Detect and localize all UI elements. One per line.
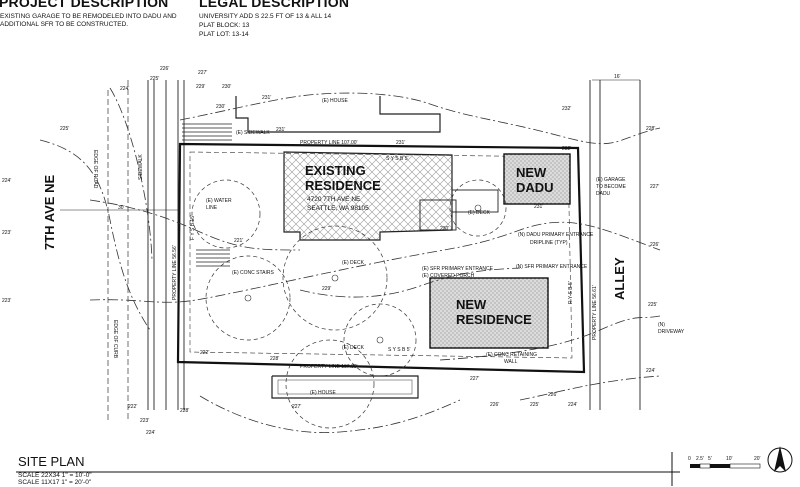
elev-right-7: 224': [646, 368, 656, 374]
setback-bottom: S Y S B 5': [388, 347, 411, 353]
elev-top-0: 226': [160, 66, 170, 72]
property-line-right: PROPERTY LINE 56.61': [592, 285, 598, 340]
elev-misc-3: 228': [270, 356, 280, 362]
elev-misc-2: 229': [322, 286, 332, 292]
project-description-line1: EXISTING GARAGE TO BE REMODELED INTO DAD…: [0, 13, 177, 20]
driveway-line1: (N): [658, 322, 665, 328]
e-water: (E) WATER: [206, 198, 232, 204]
new-residence-line2: RESIDENCE: [456, 312, 532, 327]
elev-left-5: 224': [146, 430, 156, 436]
project-description-line2: ADDITIONAL SFR TO BE CONSTRUCTED.: [0, 21, 129, 28]
elev-misc-9: 222': [200, 350, 210, 356]
new-dadu-line1: NEW: [516, 165, 547, 180]
sfr-entrance-new: (N) SFR PRIMARY ENTRANCE: [516, 264, 588, 270]
elev-left-1: 224': [120, 86, 130, 92]
e-house-bottom: (E) HOUSE: [310, 390, 336, 396]
elev-top-6: 231': [276, 127, 286, 133]
elev-right-4: 227': [650, 184, 660, 190]
site-plan-title: SITE PLAN: [18, 454, 85, 469]
driveway-line2: DRIVEWAY: [658, 329, 685, 335]
dripline-note: DRIPLINE (TYP): [530, 240, 568, 246]
elev-top-2: 229': [196, 84, 206, 90]
address-line2: SEATTLE, WA 98105: [307, 205, 369, 212]
elev-left-0: 225': [150, 76, 160, 82]
new-dadu-line2: DADU: [516, 180, 554, 195]
elev-misc-6: 225': [60, 126, 70, 132]
elev-left-4: 223': [140, 418, 150, 424]
elev-misc-1: 230': [440, 226, 450, 232]
scale-22x34: SCALE 22X34 1" = 10'-0": [18, 472, 92, 479]
elev-right-6: 225': [648, 302, 658, 308]
project-description-title: PROJECT DESCRIPTION: [0, 0, 169, 10]
scale-bar-4: 20': [754, 456, 761, 462]
scale-bar-2: 5': [708, 456, 712, 462]
legal-description-line2: PLAT BLOCK: 13: [199, 22, 250, 29]
elev-left-3: 222': [128, 404, 138, 410]
scale-bar-0: 0: [688, 456, 691, 462]
e-house-top: (E) HOUSE: [322, 98, 348, 104]
e-deck-bottom: (E) DECK: [342, 345, 364, 351]
scale-bar-1: 2.5': [696, 456, 704, 462]
elev-right-1: 228': [646, 126, 656, 132]
north-arrow-icon: [767, 446, 793, 473]
elev-misc-0: 231': [396, 140, 406, 146]
elev-top-1: 227': [198, 70, 208, 76]
property-line-top: PROPERTY LINE 107.00': [300, 140, 358, 146]
elev-bottom-1: 227': [292, 404, 302, 410]
elev-bottom-2: 226': [490, 402, 500, 408]
elev-right-2: 232': [562, 146, 572, 152]
elev-bottom-4: 224': [568, 402, 578, 408]
edge-of-road: EDGE OF ROAD: [92, 150, 98, 189]
garage-note-line2: TO BECOME: [596, 184, 626, 190]
elev-top-4: 231': [262, 95, 272, 101]
front-width: 30': [118, 205, 125, 211]
existing-residence-line2: RESIDENCE: [305, 178, 381, 193]
street-label: 7TH AVE NE: [42, 174, 57, 250]
scale-bar-3: 10': [726, 456, 733, 462]
elev-top-3: 230': [222, 84, 232, 90]
e-deck-left: (E) DECK: [342, 260, 364, 266]
existing-residence-line1: EXISTING: [305, 163, 366, 178]
setback-top: S Y S B 5': [386, 156, 409, 162]
alley-label: ALLEY: [612, 257, 627, 300]
sfr-entrance-existing: (E) SFR PRIMARY ENTRANCE: [422, 266, 493, 272]
elev-right-3: 231': [534, 204, 544, 210]
elev-right-0: 232': [562, 106, 572, 112]
e-sidewalk: (E) SIDEWALK: [236, 130, 270, 136]
legal-description-line3: PLAT LOT: 13-14: [199, 31, 249, 38]
sidewalk-label: SIDEWALK: [138, 154, 144, 180]
elev-misc-10: 221': [234, 238, 244, 244]
setback-rear: R Y S B 5': [568, 281, 574, 304]
scale-bar-graphic: [690, 463, 761, 469]
elev-left-2: 223': [2, 298, 12, 304]
elev-misc-5: 226': [548, 392, 558, 398]
dadu-entrance-note: (N) DADU PRIMARY ENTRANCE: [518, 232, 594, 238]
property-line-left: PROPERTY LINE 56.56': [172, 245, 178, 300]
retaining-wall-line2: WALL: [504, 359, 518, 365]
elev-misc-4: 227': [470, 376, 480, 382]
legal-description-title: LEGAL DESCRIPTION: [199, 0, 350, 10]
address-line1: 4720 7TH AVE NE: [307, 196, 361, 203]
property-line-bottom: PROPERTY LINE 107.00': [300, 364, 358, 370]
elev-top-5: 230': [216, 104, 226, 110]
elev-misc-8: 223': [2, 230, 12, 236]
new-residence-line1: NEW: [456, 297, 487, 312]
garage-note-line3: DADU: [596, 191, 611, 197]
legal-description-line1: UNIVERSITY ADD S 22.5 FT OF 13 & ALL 14: [199, 13, 332, 20]
elev-bottom-0: 228': [180, 408, 190, 414]
scale-11x17: SCALE 11X17 1" = 20'-0": [18, 479, 92, 486]
retaining-wall-line1: (E) CONC RETAINING: [486, 352, 538, 358]
elev-bottom-3: 225': [530, 402, 540, 408]
covered-porch: (E) COVERED PORCH: [422, 273, 475, 279]
alley-width: 16': [614, 74, 621, 80]
edge-of-curb: EDGE OF CURB: [112, 320, 118, 359]
e-line: LINE: [206, 205, 218, 211]
e-deck-right: (E) DECK: [468, 210, 490, 216]
elev-right-5: 226': [650, 242, 660, 248]
setback-front: F Y S B 15': [190, 215, 196, 240]
garage-note-line1: (E) GARAGE: [596, 177, 626, 183]
conc-stairs: (E) CONC STAIRS: [232, 270, 274, 276]
elev-misc-7: 224': [2, 178, 12, 184]
